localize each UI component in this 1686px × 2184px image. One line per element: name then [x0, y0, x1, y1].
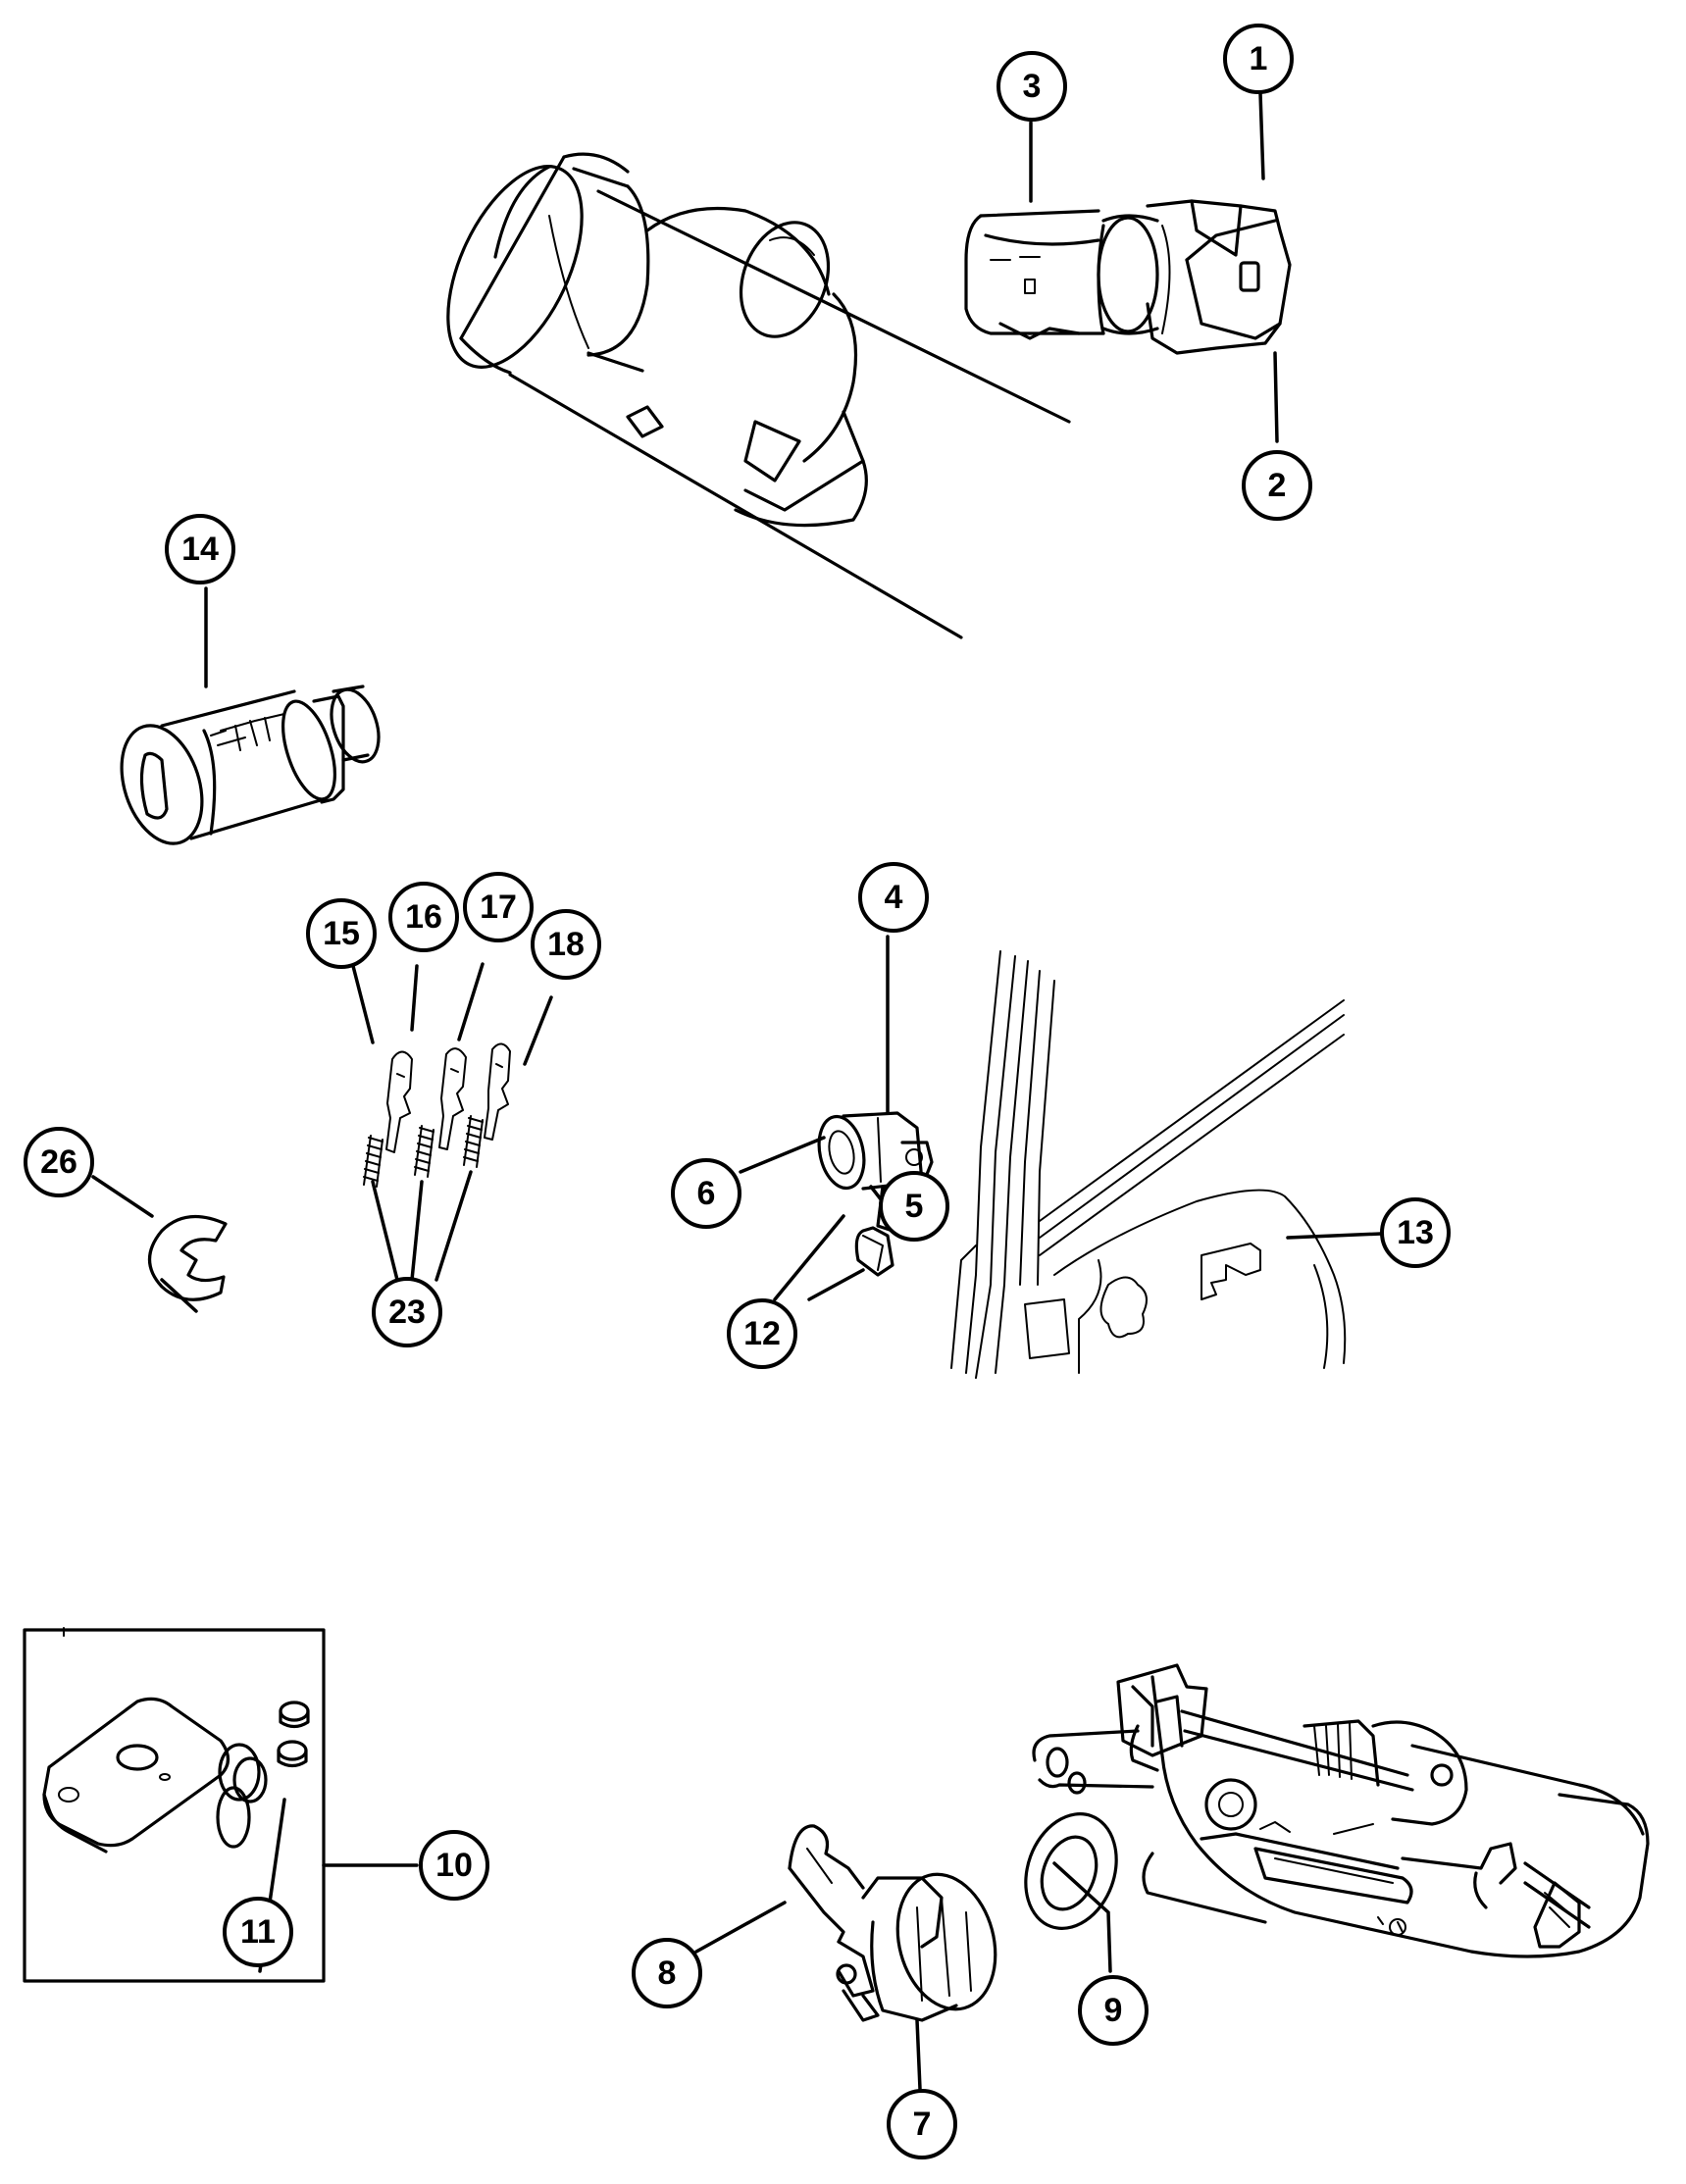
callout-15: 15: [306, 898, 377, 969]
leader-lines: [91, 91, 1383, 2091]
key-fob-box: [23, 1627, 326, 1983]
door-frame: [950, 950, 1347, 1379]
spring-mid: [414, 1125, 434, 1178]
svg-text:13: 13: [1397, 1214, 1434, 1251]
svg-text:26: 26: [40, 1143, 77, 1181]
callout-18: 18: [531, 909, 601, 980]
svg-text:14: 14: [181, 531, 219, 568]
callout-11: 11: [223, 1897, 293, 1967]
callout-2: 2: [1242, 450, 1312, 521]
svg-text:10: 10: [435, 1847, 473, 1884]
callout-13: 13: [1380, 1197, 1451, 1268]
callout-4: 4: [858, 862, 929, 933]
steering-column: [446, 152, 1071, 639]
svg-text:17: 17: [480, 889, 517, 926]
spring-right: [463, 1115, 484, 1168]
svg-text:8: 8: [658, 1955, 677, 1992]
svg-text:16: 16: [405, 898, 442, 936]
svg-text:1: 1: [1250, 40, 1268, 77]
retaining-clip-26: [148, 1214, 228, 1301]
svg-text:12: 12: [743, 1315, 781, 1352]
lock-cylinder-14: [120, 685, 381, 845]
callout-12: 12: [727, 1298, 797, 1369]
spring-left: [363, 1135, 383, 1188]
callout-14: 14: [165, 514, 235, 584]
svg-text:5: 5: [905, 1188, 924, 1225]
svg-text:6: 6: [697, 1175, 716, 1212]
callout-8: 8: [632, 1938, 702, 2008]
svg-text:23: 23: [388, 1294, 426, 1331]
callout-16: 16: [388, 882, 459, 952]
svg-text:2: 2: [1268, 467, 1287, 504]
callout-5: 5: [879, 1171, 949, 1242]
callout-9: 9: [1078, 1975, 1149, 2046]
door-lock-assembly: [788, 1812, 1118, 2022]
svg-text:15: 15: [323, 915, 360, 952]
callout-7: 7: [887, 2089, 957, 2159]
outside-door-handle: [1032, 1663, 1650, 1958]
callout-1: 1: [1223, 24, 1294, 94]
svg-text:9: 9: [1104, 1992, 1123, 2029]
ignition-lock-housing: [964, 199, 1292, 355]
callout-17: 17: [463, 872, 534, 942]
callout-6: 6: [671, 1158, 741, 1229]
callout-23: 23: [372, 1277, 442, 1347]
svg-text:7: 7: [913, 2106, 932, 2143]
tumblers-and-springs: [363, 1042, 511, 1188]
svg-text:3: 3: [1023, 68, 1042, 105]
svg-text:4: 4: [885, 879, 903, 916]
svg-text:11: 11: [240, 1913, 276, 1951]
callout-26: 26: [24, 1127, 94, 1197]
svg-text:18: 18: [547, 926, 585, 963]
callout-10: 10: [419, 1830, 489, 1901]
callout-3: 3: [996, 51, 1067, 122]
